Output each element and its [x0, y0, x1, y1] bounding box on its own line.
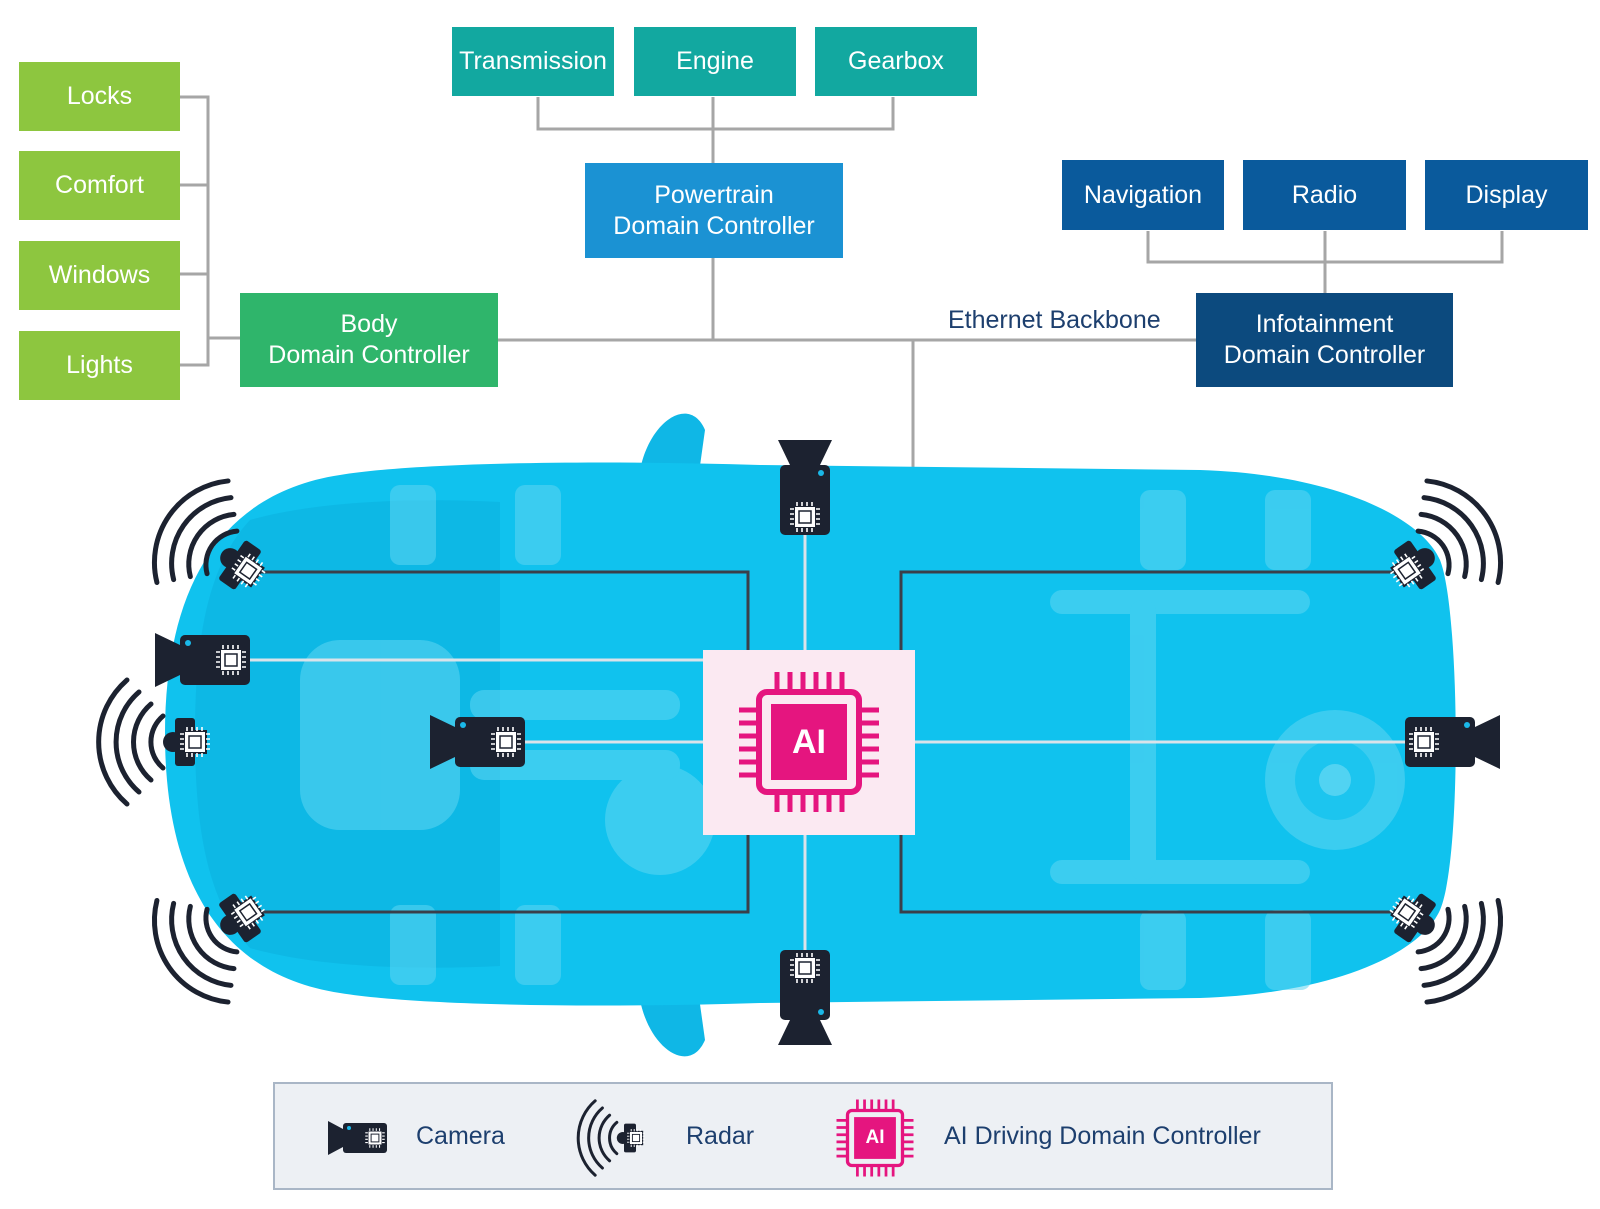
radar-icon: [576, 1099, 646, 1177]
radar-icon-rear-bottom: [1384, 853, 1521, 1018]
module-comfort: Comfort: [19, 151, 180, 220]
module-label: Display: [1465, 180, 1548, 209]
module-label: Comfort: [55, 171, 144, 199]
ai-chip-label: AI: [792, 723, 826, 761]
connector-lines: [180, 95, 1504, 650]
camera-icon: [328, 1121, 387, 1155]
ethernet-backbone-label: Ethernet Backbone: [948, 306, 1161, 334]
module-locks: Locks: [19, 62, 180, 131]
ai-chip-icon: [739, 672, 879, 812]
module-label: Gearbox: [848, 47, 944, 75]
camera-icon-bottom-mirror: [778, 950, 832, 1045]
radar-icon-rear-top: [1384, 465, 1521, 630]
controller-title: Body: [340, 310, 398, 338]
module-gearbox: Gearbox: [815, 27, 977, 96]
controller-subtitle: Domain Controller: [268, 341, 470, 369]
camera-icon-center-left: [430, 715, 525, 769]
module-radio: Radio: [1243, 160, 1406, 230]
module-label: Transmission: [459, 47, 607, 75]
camera-icon-front-left: [155, 633, 250, 687]
legend: AI Camera Radar AI Driving Domain Contro…: [273, 1082, 1333, 1190]
module-windows: Windows: [19, 241, 180, 310]
legend-ai-controller-label: AI Driving Domain Controller: [944, 1122, 1261, 1150]
controller-title: Infotainment: [1255, 310, 1394, 338]
legend-camera-label: Camera: [416, 1122, 505, 1150]
camera-icon-top-mirror: [778, 440, 832, 535]
legend-radar-label: Radar: [686, 1122, 755, 1150]
controller-title: Powertrain: [654, 180, 774, 209]
module-lights: Lights: [19, 331, 180, 400]
module-label: Locks: [66, 82, 133, 110]
legend-ai-label: AI: [865, 1127, 885, 1148]
module-display: Display: [1425, 160, 1588, 230]
ai-chip-icon: [836, 1099, 914, 1177]
radar-icon-front-top: [134, 465, 271, 630]
module-label: Lights: [66, 351, 133, 379]
radar-icon-front-bottom: [134, 853, 271, 1018]
module-navigation: Navigation: [1062, 160, 1224, 230]
radar-icon-front: [99, 680, 211, 804]
sensor-links: [235, 535, 1420, 950]
module-label: Engine: [676, 47, 754, 75]
controller-subtitle: Domain Controller: [613, 211, 815, 240]
body-domain-controller: Body Domain Controller: [240, 293, 498, 387]
module-label: Windows: [48, 261, 151, 289]
camera-icon-rear: [1405, 715, 1500, 769]
module-label: Navigation: [1083, 180, 1203, 209]
controller-subtitle: Domain Controller: [1223, 341, 1426, 369]
powertrain-domain-controller: Powertrain Domain Controller: [585, 163, 843, 258]
module-transmission: Transmission: [452, 27, 614, 96]
legend-icons: [328, 1099, 914, 1177]
module-engine: Engine: [634, 27, 796, 96]
module-label: Radio: [1291, 180, 1358, 209]
infotainment-domain-controller: Infotainment Domain Controller: [1196, 293, 1453, 387]
